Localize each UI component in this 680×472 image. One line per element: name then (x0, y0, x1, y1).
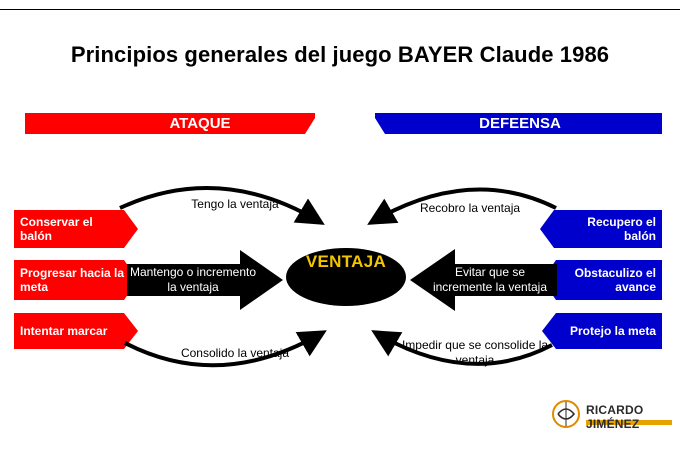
brand-name: RICARDO JIMÉNEZ (586, 403, 644, 431)
attack-header-banner-tip (40, 118, 315, 134)
defense-top-arrow-label: Recobro la ventaja (419, 201, 521, 215)
attack-bottom-arrow-label: Consolido la ventaja (180, 346, 290, 360)
attack-box-shape (14, 260, 138, 300)
defense-box-obstaculizo: Obstaculizo el avance (574, 266, 656, 294)
brand-logo-icon (552, 400, 580, 428)
attack-header: ATAQUE (169, 115, 231, 132)
center-label: VENTAJA (305, 252, 387, 271)
attack-top-curve-arrow (119, 186, 325, 225)
defense-middle-arrow-label: Evitar que se incremente la ventaja (432, 265, 548, 294)
attack-middle-arrow-label: Mantengo o incremento la ventaja (129, 265, 257, 294)
attack-bottom-curve-arrow (124, 330, 327, 368)
attack-box-shape (14, 313, 138, 349)
defense-middle-arrow (410, 249, 557, 311)
defense-bottom-arrow-label: Impedir que se consolide la ventaja (401, 338, 549, 367)
defense-top-curve-arrow (367, 187, 557, 225)
brand-tagline-bar (586, 420, 672, 425)
defense-box-recupero: Recupero el balón (587, 215, 656, 243)
defense-box-shape (540, 210, 662, 248)
top-rule (0, 9, 680, 10)
center-ellipse (286, 248, 406, 306)
attack-middle-arrow (127, 250, 283, 310)
attack-box-progresar: Progresar hacia la meta (20, 266, 125, 294)
defense-header-banner (375, 113, 662, 134)
attack-box-marcar: Intentar marcar (20, 324, 108, 338)
defense-box-shape (542, 260, 662, 300)
defense-box-protejo: Protejo la meta (569, 324, 656, 338)
defense-box-shape (542, 313, 662, 349)
defense-header: DEFEENSA (479, 115, 561, 132)
attack-top-arrow-label: Tengo la ventaja (191, 197, 279, 211)
attack-box-shape (14, 210, 138, 248)
attack-box-conservar: Conservar el balón (20, 215, 93, 243)
defense-bottom-curve-arrow (371, 330, 553, 366)
page-title: Principios generales del juego BAYER Cla… (70, 42, 610, 67)
